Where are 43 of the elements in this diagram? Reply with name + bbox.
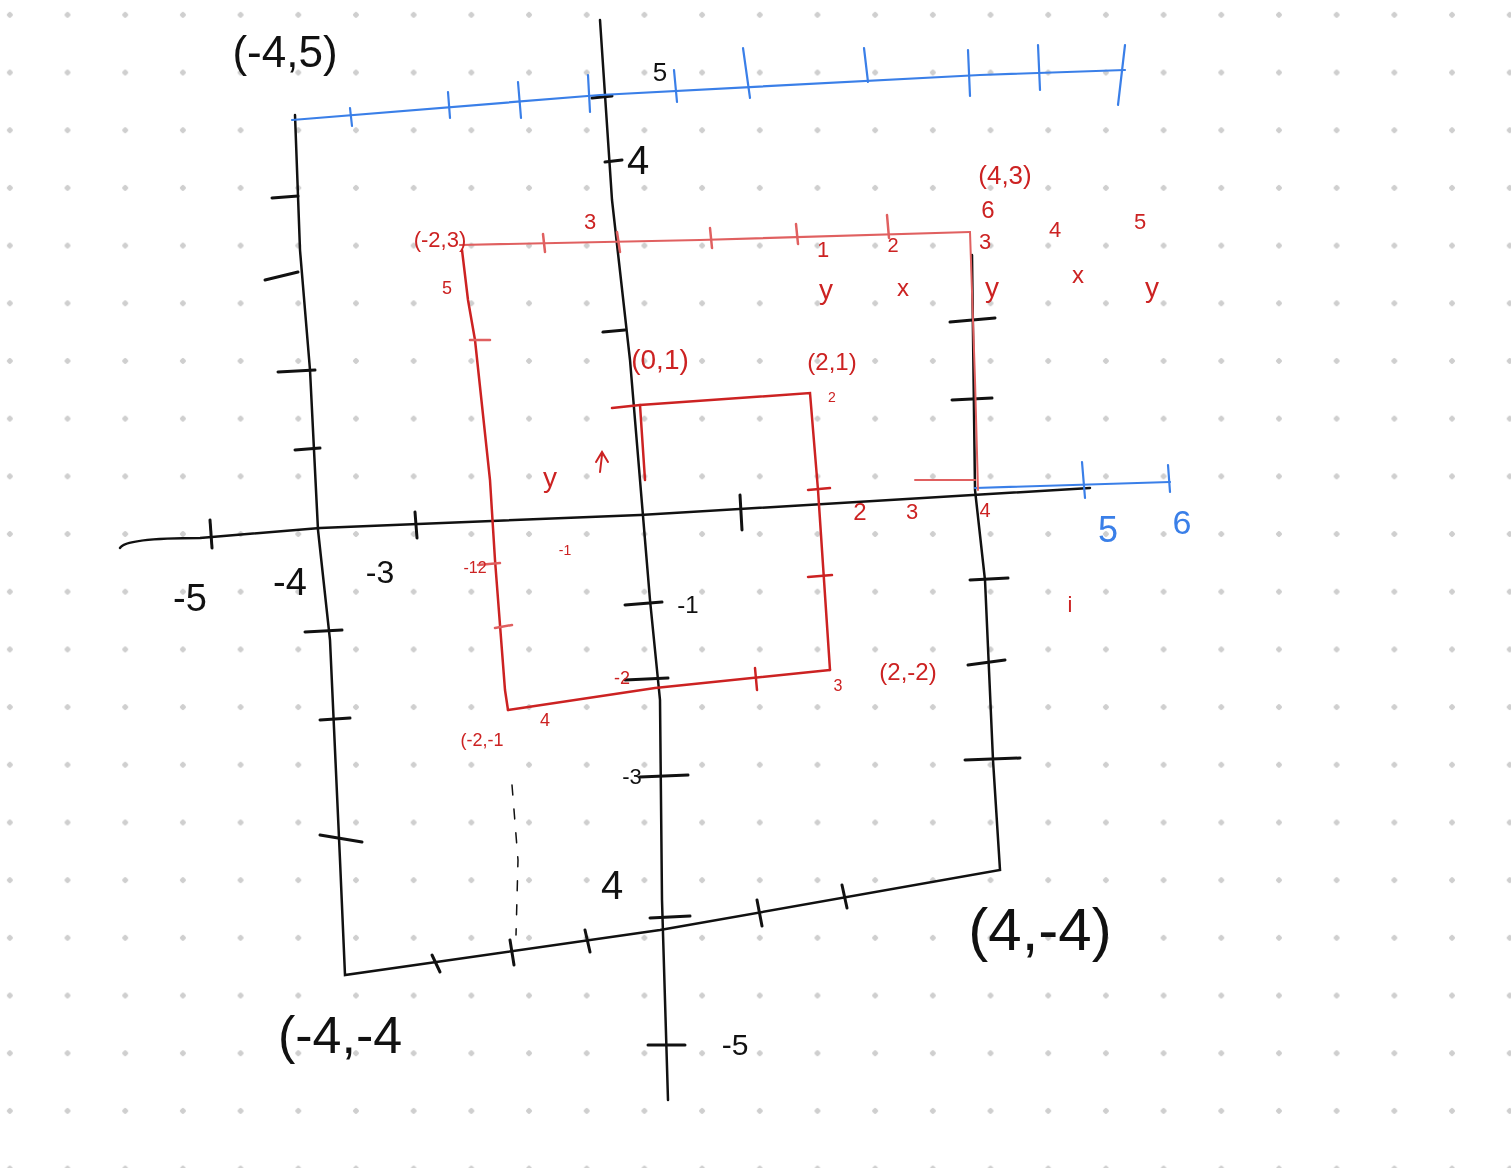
coordinate-label: (0,1) <box>631 346 689 374</box>
axis-label: 5 <box>1133 211 1147 233</box>
coordinate-label: (4,-4) <box>968 900 1112 960</box>
coordinate-label: (2,-2) <box>879 660 937 684</box>
coordinate-label: (-2,-1 <box>460 731 504 749</box>
coordinate-label: (-2,3) <box>413 229 467 251</box>
axis-label: 1 <box>816 239 830 261</box>
axis-label: 4 <box>1048 219 1062 241</box>
axis-label: 4 <box>626 140 650 180</box>
axis-label: -3 <box>365 556 395 588</box>
axis-label: x <box>897 276 909 300</box>
axis-label: i <box>1067 594 1073 616</box>
axis-label: y <box>819 276 833 304</box>
coordinate-label: (2,1) <box>807 350 857 374</box>
axis-label: -5 <box>173 579 207 617</box>
axis-label: 3 <box>583 211 597 233</box>
axis-label: -1 <box>677 593 699 617</box>
axis-label: 2 <box>887 235 899 255</box>
coordinate-label: (4,3) <box>978 162 1032 188</box>
axis-label: 3 <box>833 678 843 694</box>
axis-label: x <box>1072 263 1084 287</box>
axis-label: 3 <box>905 501 919 523</box>
axis-label: 5 <box>442 279 452 297</box>
axis-label: 4 <box>540 711 550 729</box>
axis-label: -3 <box>622 766 642 788</box>
axis-label: 3 <box>978 231 992 253</box>
axis-label: 4 <box>600 865 624 905</box>
axis-label: y <box>985 274 999 302</box>
axis-label: 6 <box>981 198 995 222</box>
axis-label: 2 <box>853 500 867 524</box>
axis-label: 6 <box>1172 505 1192 539</box>
axis-label: -5 <box>721 1030 749 1060</box>
axis-label: y <box>1145 274 1159 302</box>
axis-label: -4 <box>273 563 307 601</box>
axis-label: -12 <box>463 560 487 576</box>
axis-label: 2 <box>828 390 836 404</box>
coordinate-label: (-4,5) <box>232 30 338 74</box>
axis-label: -2 <box>614 669 630 687</box>
axis-label: 5 <box>1098 512 1118 548</box>
axis-label: 5 <box>652 59 668 85</box>
axis-label: -1 <box>558 543 572 557</box>
axis-label: y <box>543 464 557 492</box>
axis-label: 4 <box>979 500 991 520</box>
